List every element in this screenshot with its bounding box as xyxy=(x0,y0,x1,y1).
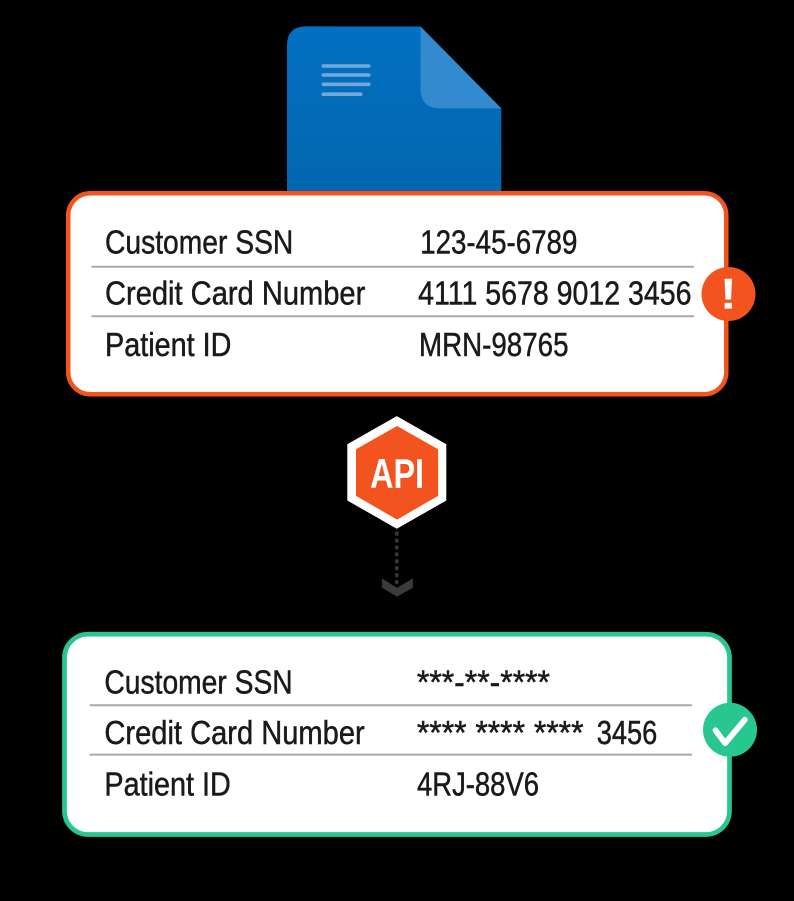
svg-text:Credit Card Number: Credit Card Number xyxy=(104,714,364,751)
svg-text:4RJ-88V6: 4RJ-88V6 xyxy=(417,766,539,803)
svg-text:Customer SSN: Customer SSN xyxy=(104,663,292,700)
svg-text:***-**-****: ***-**-**** xyxy=(417,663,550,700)
svg-text:3456: 3456 xyxy=(597,714,658,751)
svg-text:Customer SSN: Customer SSN xyxy=(105,223,293,260)
svg-text:**** **** ****: **** **** **** xyxy=(417,714,584,751)
svg-text:API: API xyxy=(370,451,424,497)
svg-text:Credit Card Number: Credit Card Number xyxy=(105,274,365,311)
svg-text:123-45-6789: 123-45-6789 xyxy=(420,223,577,260)
svg-text:Patient ID: Patient ID xyxy=(105,326,231,363)
svg-text:Patient ID: Patient ID xyxy=(104,766,230,803)
svg-text:MRN-98765: MRN-98765 xyxy=(419,326,569,363)
svg-text:4111 5678 9012 3456: 4111 5678 9012 3456 xyxy=(418,274,691,311)
